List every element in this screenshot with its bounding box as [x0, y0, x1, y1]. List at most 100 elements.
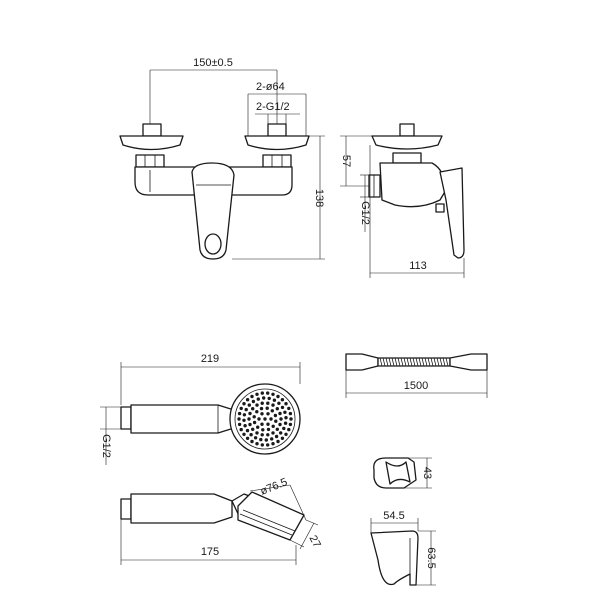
- hose-coil: [394, 357, 398, 367]
- bracket-dimensions: 54.5 63.5: [370, 510, 437, 586]
- nozzle-hole: [242, 432, 246, 436]
- spacing-label: 150±0.5: [193, 57, 233, 69]
- nozzle-hole: [243, 424, 247, 428]
- hose-coil: [445, 357, 449, 367]
- hose-coil: [388, 357, 392, 367]
- hose-coil: [436, 357, 440, 367]
- right-inlet-stem: [267, 123, 287, 137]
- hose-coil: [403, 357, 407, 367]
- hose-coil: [442, 357, 446, 367]
- hose-coil: [424, 357, 428, 367]
- nozzle-hole: [269, 417, 273, 421]
- shower-hose: [345, 353, 488, 371]
- nozzle-hole: [260, 401, 264, 405]
- nozzle-hole: [280, 436, 285, 440]
- nozzle-hole: [287, 427, 291, 432]
- nozzle-hole: [260, 412, 264, 416]
- nozzle-hole: [287, 406, 291, 411]
- side-shower-handle: [130, 493, 233, 524]
- bracket-height-label: 63.5: [425, 547, 437, 568]
- hose-coil: [385, 357, 389, 367]
- nozzle-hole: [270, 409, 274, 413]
- holder-dimensions: 43: [404, 457, 433, 489]
- side-shower-thread-end: [120, 498, 132, 520]
- nozzle-hole: [266, 422, 270, 426]
- nozzle-hole: [288, 422, 293, 427]
- hose-coil: [397, 357, 401, 367]
- bracket-body: [370, 530, 419, 586]
- hose-coil: [379, 357, 383, 367]
- nozzle-hole: [239, 406, 243, 411]
- nozzle-hole: [237, 411, 242, 416]
- hose-coil: [418, 357, 422, 367]
- mixer-front-dimensions: 150±0.5 2-ø64 2-G1/2 138: [149, 57, 325, 260]
- nozzle-hole: [242, 413, 247, 417]
- nozzle-hole: [253, 436, 258, 440]
- nozzle-hole: [257, 417, 261, 421]
- nozzle-hole: [251, 399, 256, 404]
- nozzle-hole: [277, 401, 281, 405]
- outlet-thread-label: G1/2: [359, 201, 371, 225]
- nozzle-hole: [272, 398, 277, 402]
- head-dia-label: ø76.5: [259, 476, 290, 498]
- mixer-lever: [191, 162, 235, 260]
- nozzle-hole: [274, 419, 278, 423]
- nozzle-hole: [271, 392, 275, 396]
- hose-coils: [379, 357, 449, 367]
- nozzle-hole: [266, 427, 271, 432]
- nozzle-hole: [245, 428, 250, 433]
- shower-holder: [373, 457, 417, 489]
- bracket-width-label: 54.5: [383, 510, 404, 522]
- nozzle-hole: [263, 417, 267, 421]
- hose-dimensions: 1500: [345, 370, 488, 398]
- hose-coil: [409, 357, 413, 367]
- nozzle-hole: [266, 401, 270, 405]
- nozzle-hole: [261, 428, 265, 432]
- mixer-front-view: [119, 123, 310, 260]
- nozzle-hole: [271, 403, 275, 407]
- nozzle-hole: [251, 407, 255, 411]
- left-inlet-stem: [142, 123, 162, 137]
- nozzle-hole: [284, 432, 288, 436]
- nozzle-hole: [244, 407, 248, 412]
- hose-coil: [433, 357, 437, 367]
- hose-coil: [400, 357, 404, 367]
- nozzle-hole: [271, 431, 275, 435]
- hose-coil: [406, 357, 410, 367]
- nozzle-hole: [271, 442, 275, 446]
- wall-bracket: [370, 530, 419, 586]
- shower-handle: [130, 404, 235, 434]
- side-lever: [439, 167, 465, 259]
- nozzle-hole: [265, 406, 269, 410]
- hose-coil: [415, 357, 419, 367]
- side-body: [379, 162, 447, 208]
- nozzle-hole: [266, 433, 270, 437]
- hose-coil: [439, 357, 443, 367]
- nozzle-hole: [284, 416, 288, 420]
- nozzle-hole: [264, 438, 268, 442]
- nozzle-hole: [248, 422, 252, 427]
- nozzle-hole: [255, 403, 259, 407]
- nozzle-hole: [255, 392, 259, 396]
- nozzle-hole: [260, 422, 264, 426]
- hose-coil: [391, 357, 395, 367]
- side-inlet-stem: [399, 123, 415, 137]
- head-thickness-label: 27: [306, 533, 322, 549]
- nozzle-hole: [239, 427, 243, 432]
- nozzle-hole: [275, 407, 279, 411]
- nozzle-hole: [283, 421, 288, 425]
- hand-shower-side: [120, 491, 305, 541]
- shower-thread-end: [120, 406, 132, 430]
- nozzle-hole: [276, 394, 280, 399]
- lever-hole: [204, 233, 222, 255]
- nozzle-hole: [284, 402, 288, 406]
- nozzle-hole: [266, 391, 270, 395]
- nozzle-hole: [247, 417, 251, 421]
- shower-nozzles: [237, 391, 293, 447]
- nozzle-hole: [273, 413, 278, 418]
- nozzle-hole: [278, 411, 282, 416]
- nozzle-hole: [271, 424, 275, 428]
- holder-height-label: 43: [421, 467, 433, 479]
- depth-label: 113: [409, 260, 427, 272]
- wall-offset-label: 57: [340, 155, 352, 167]
